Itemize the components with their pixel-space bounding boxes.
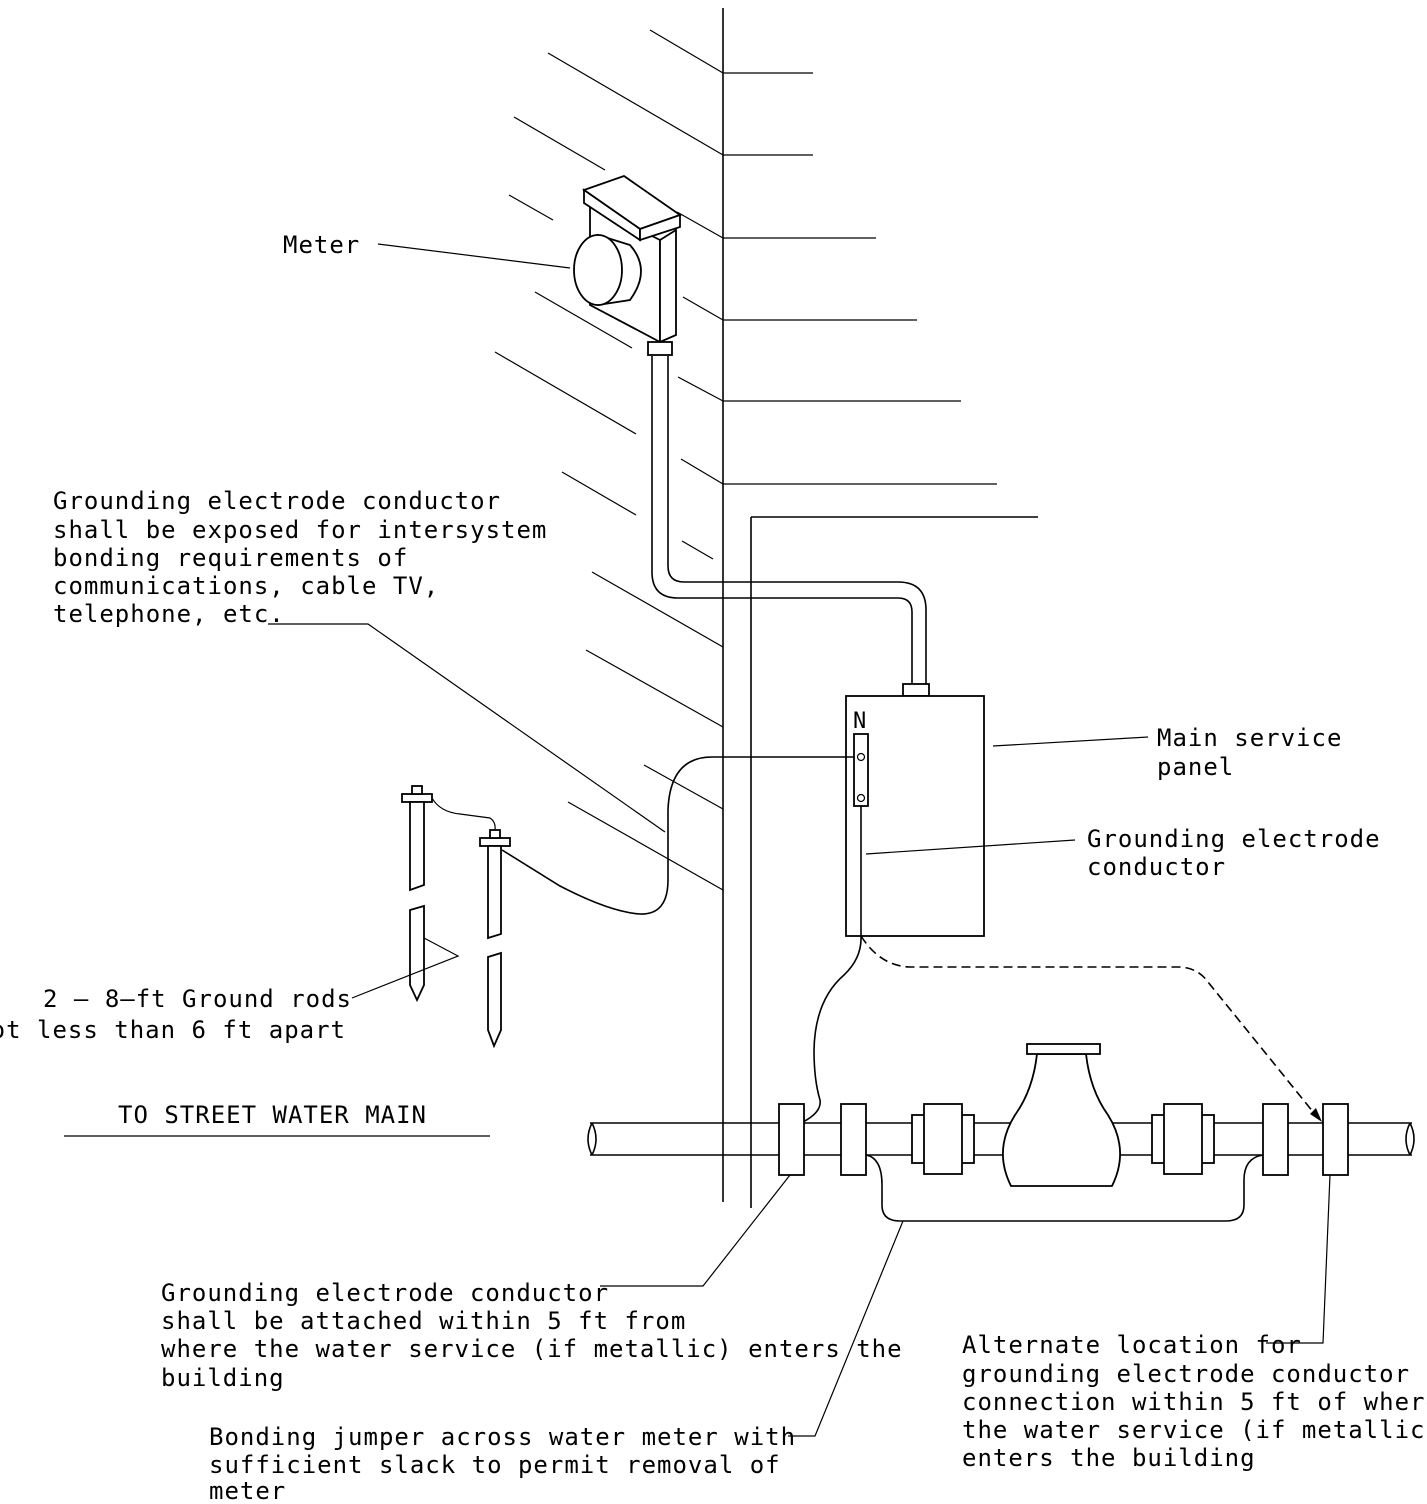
neutral-bar <box>853 733 869 807</box>
gec-water-line-1: Grounding electrode conductor <box>161 1279 609 1307</box>
ground-rods-line-2: not less than 6 ft apart <box>0 1016 346 1044</box>
alternate-line-4: the water service (if metallic) <box>962 1416 1427 1444</box>
bonding-jumper <box>865 1154 1264 1222</box>
main-panel-line-1: Main service <box>1157 724 1342 752</box>
gec-panel-line-1: Grounding electrode <box>1087 825 1381 853</box>
gec-water-line-3: where the water service (if metallic) en… <box>161 1335 903 1363</box>
labels: Meter Grounding electrode conductor shal… <box>0 231 1427 1504</box>
gec-exposed-line-4: communications, cable TV, <box>53 572 439 600</box>
electric-meter <box>573 174 682 356</box>
alternate-line-1: Alternate location for <box>962 1331 1302 1359</box>
meter-label: Meter <box>283 231 360 259</box>
gec-exposed-line-3: bonding requirements of <box>53 544 408 572</box>
service-conduit <box>651 356 930 697</box>
alternate-arrowhead <box>1310 1108 1322 1122</box>
ground-rods-line-1: 2 – 8–ft Ground rods <box>43 985 352 1013</box>
gec-to-rods-wire <box>501 756 854 915</box>
bonding-line-2: sufficient slack to permit removal of <box>209 1451 781 1479</box>
alternate-line-2: grounding electrode conductor <box>962 1360 1410 1388</box>
leader-lines <box>64 243 1331 1437</box>
alternate-line-3: connection within 5 ft of where <box>962 1388 1427 1416</box>
neutral-mark: N <box>853 709 867 734</box>
water-pipe <box>587 1103 1415 1176</box>
alternate-gec-dashed <box>860 935 1319 1119</box>
bonding-line-1: Bonding jumper across water meter with <box>209 1423 796 1451</box>
water-meter <box>1002 1043 1121 1187</box>
gec-water-line-4: building <box>161 1364 285 1392</box>
ground-rods <box>401 785 511 1049</box>
gec-to-water-wire <box>802 935 862 1123</box>
alternate-line-5: enters the building <box>962 1444 1256 1472</box>
gec-exposed-line-2: shall be exposed for intersystem <box>53 516 547 544</box>
gec-exposed-line-5: telephone, etc. <box>53 600 285 628</box>
main-service-panel <box>845 695 985 937</box>
street-main-label: TO STREET WATER MAIN <box>118 1101 427 1129</box>
building-wall <box>494 8 1038 1208</box>
bonding-line-3: meter <box>209 1477 286 1504</box>
gec-exposed-line-1: Grounding electrode conductor <box>53 487 501 515</box>
gec-water-line-2: shall be attached within 5 ft from <box>161 1307 686 1335</box>
gec-panel-line-2: conductor <box>1087 853 1226 881</box>
main-panel-line-2: panel <box>1157 753 1234 781</box>
